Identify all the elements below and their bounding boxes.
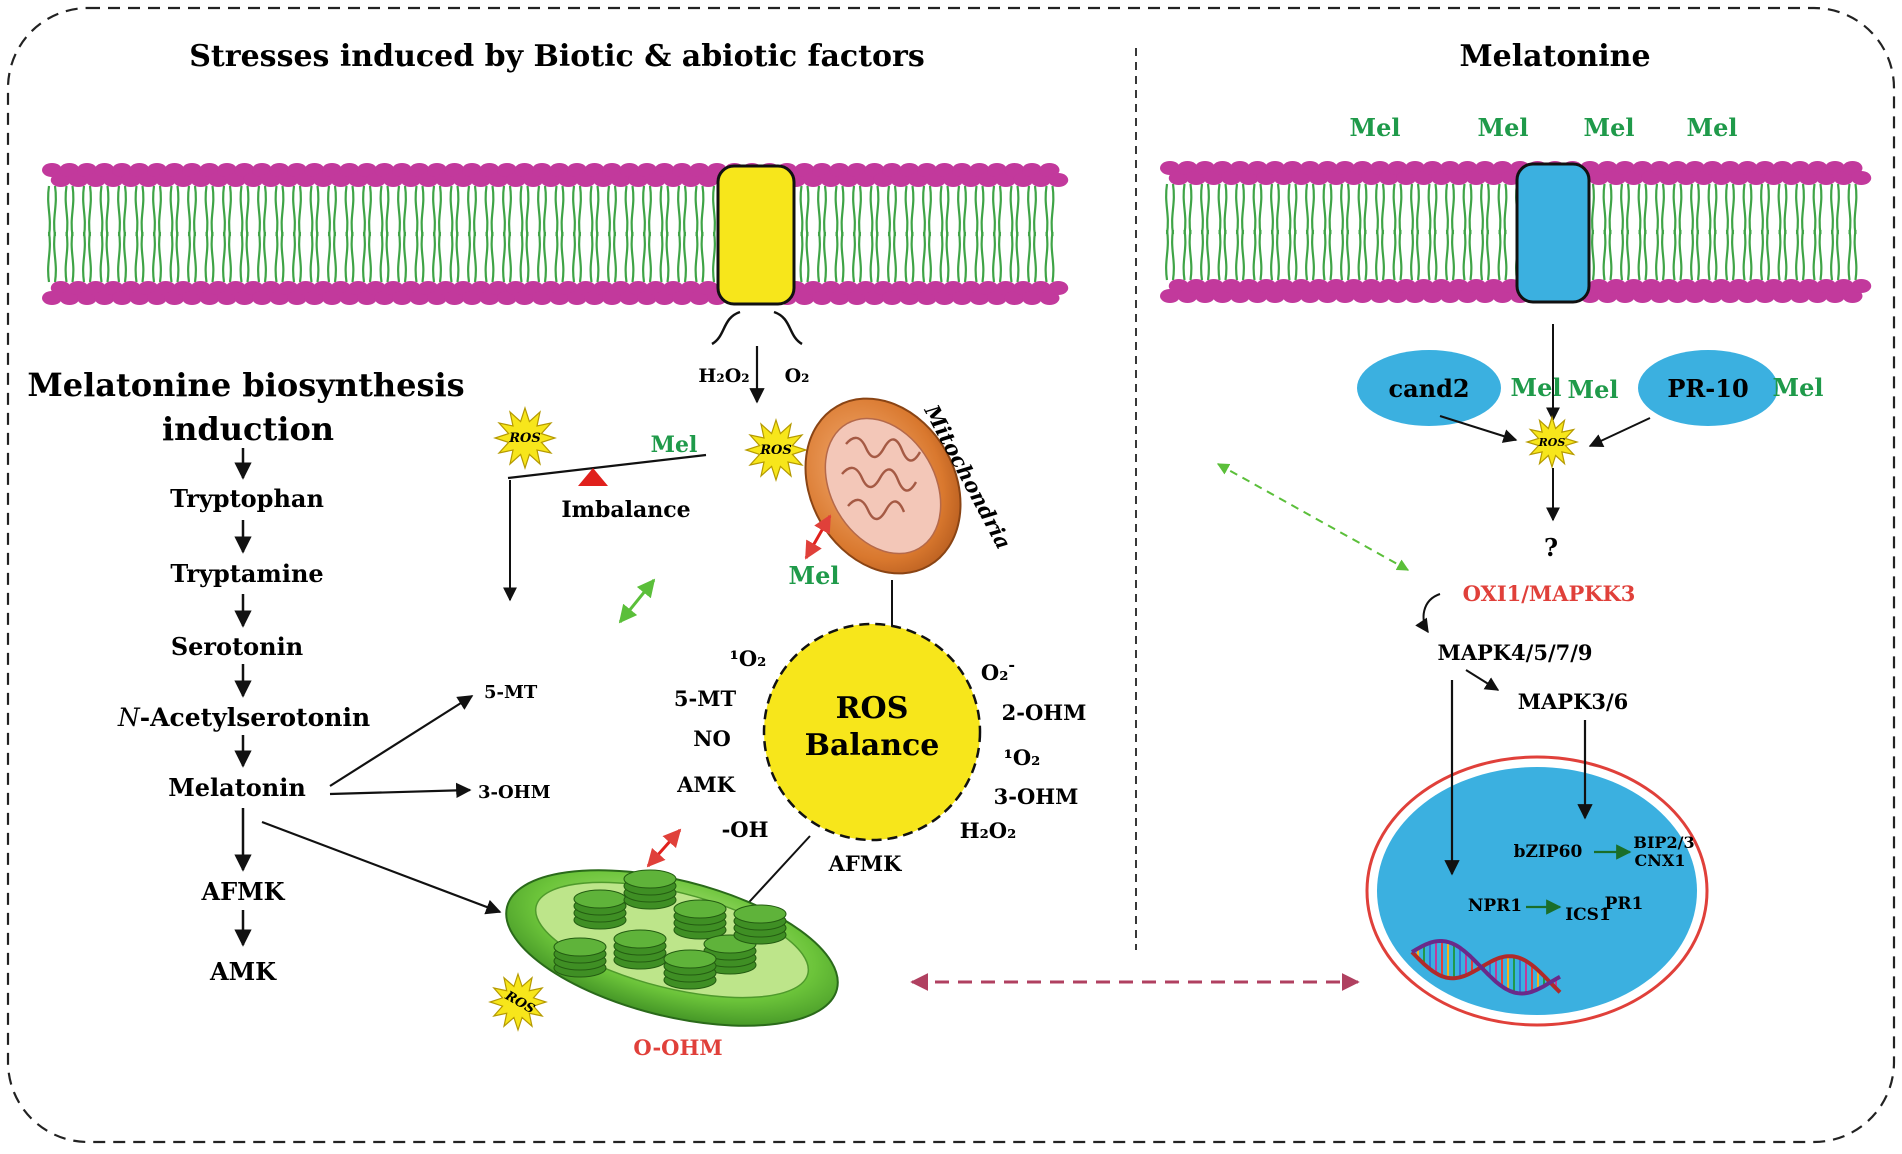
branch-5mt: 5-MT bbox=[484, 682, 538, 703]
ros-right-1o2: ¹O₂ bbox=[1004, 745, 1041, 770]
mel-near-pr10: Mel bbox=[1773, 373, 1824, 402]
biosynthesis-title-line1: Melatonine biosynthesis bbox=[27, 366, 464, 404]
ros-balance-line1: ROS bbox=[836, 691, 909, 726]
mapk36: MAPK3/6 bbox=[1518, 689, 1628, 714]
chloro-red-arrow bbox=[646, 828, 682, 868]
ros-to-chloro-line bbox=[739, 835, 811, 913]
n-prefix: N bbox=[117, 703, 141, 732]
chloroplast-o-ohm: O-OHM bbox=[633, 1035, 722, 1060]
membrane-channel-left bbox=[716, 164, 796, 306]
mapk-branch-arrow bbox=[1465, 669, 1500, 691]
ros-badge-mito: ROS bbox=[744, 418, 808, 482]
receptor-cand2 bbox=[1357, 350, 1501, 426]
mel-top-4: Mel bbox=[1687, 113, 1738, 142]
mel-top-3: Mel bbox=[1584, 113, 1635, 142]
green-dashed-link bbox=[1216, 463, 1410, 571]
pathway-amk: AMK bbox=[209, 957, 277, 986]
imbalance-lever bbox=[507, 453, 707, 480]
cnx1: CNX1 bbox=[1635, 851, 1686, 870]
imbalance-mel: Mel bbox=[651, 432, 698, 458]
ics1: ICS1 bbox=[1565, 905, 1611, 925]
question-mark: ? bbox=[1544, 533, 1558, 562]
npr1: NPR1 bbox=[1468, 896, 1522, 916]
ros-left-amk: AMK bbox=[676, 772, 736, 797]
pr10-to-ros-arrow bbox=[1588, 417, 1651, 448]
dna-helix bbox=[1410, 939, 1562, 996]
imbalance-fulcrum bbox=[578, 468, 608, 486]
right-panel-title: Melatonine bbox=[1459, 39, 1650, 74]
membrane-receptor-right bbox=[1515, 162, 1591, 304]
ros-right-top-base: O₂ bbox=[981, 660, 1009, 685]
receptor-cand2-label: cand2 bbox=[1388, 374, 1469, 403]
pr1: PR1 bbox=[1605, 894, 1644, 914]
pathway-tryptophan: Tryptophan bbox=[170, 484, 324, 513]
mapk4579: MAPK4/5/7/9 bbox=[1437, 640, 1592, 665]
receptor-pr10-label: PR-10 bbox=[1667, 374, 1748, 403]
ros-right-top: O₂- bbox=[981, 655, 1015, 685]
ros-badge-mito-label: ROS bbox=[759, 443, 792, 458]
oxi-curve-arrow bbox=[1415, 593, 1441, 634]
ros-right-2ohm: 2-OHM bbox=[1002, 700, 1087, 725]
receptor-pr10 bbox=[1638, 350, 1778, 426]
product-h2o2: H₂O₂ bbox=[698, 365, 749, 387]
biosynthesis-title-line2: induction bbox=[162, 410, 334, 448]
mel-top-2: Mel bbox=[1478, 113, 1529, 142]
ros-badge-chloro: ROS bbox=[488, 972, 548, 1032]
imbalance-label: Imbalance bbox=[561, 497, 690, 523]
mel-top-1: Mel bbox=[1350, 113, 1401, 142]
ros-badge-right-label: ROS bbox=[1538, 436, 1566, 449]
branch-arrow-chloroplast bbox=[261, 820, 502, 915]
ros-badge-imbalance: ROS bbox=[493, 406, 557, 470]
ros-bottom-afmk: AFMK bbox=[828, 851, 902, 876]
left-panel-title: Stresses induced by Biotic & abiotic fac… bbox=[189, 39, 924, 74]
pathway-n-acetylserotonin: N-Acetylserotonin bbox=[117, 703, 370, 732]
ros-balance-line2: Balance bbox=[805, 728, 940, 763]
chloroplast bbox=[505, 869, 839, 1027]
branch-arrow-5mt bbox=[329, 695, 474, 787]
ros-right-3ohm: 3-OHM bbox=[994, 784, 1079, 809]
n-acetylserotonin-label: -Acetylserotonin bbox=[140, 703, 370, 732]
ros-badge-imbalance-label: ROS bbox=[508, 431, 541, 446]
branch-3ohm: 3-OHM bbox=[478, 782, 551, 803]
mitochondria bbox=[804, 397, 962, 575]
ros-left-oh: -OH bbox=[722, 817, 769, 842]
pathway-afmk: AFMK bbox=[200, 877, 285, 906]
ros-badge-right: ROS bbox=[1524, 414, 1580, 470]
cand2-to-ros-arrow bbox=[1439, 415, 1518, 443]
green-double-arrow bbox=[618, 578, 656, 624]
outer-frame bbox=[6, 6, 1896, 1144]
ros-left-top: ¹O₂ bbox=[730, 646, 767, 671]
branch-arrow-3ohm bbox=[329, 782, 472, 799]
pathway-tryptamine: Tryptamine bbox=[170, 559, 323, 588]
oxi1-mapkk3: OXI1/MAPKK3 bbox=[1463, 581, 1636, 606]
nucleus-envelope bbox=[1365, 755, 1709, 1027]
bip23: BIP2/3 bbox=[1633, 833, 1694, 852]
cell-membrane-left bbox=[42, 163, 1069, 305]
pathway-serotonin: Serotonin bbox=[171, 632, 303, 661]
bzip60: bZIP60 bbox=[1514, 842, 1583, 862]
nucleus bbox=[1377, 767, 1697, 1015]
ros-left-5mt: 5-MT bbox=[674, 686, 737, 711]
ros-balance-circle bbox=[762, 622, 982, 842]
channel-curve-left bbox=[711, 310, 741, 346]
ros-right-top-sup: - bbox=[1008, 655, 1015, 674]
ros-right-h2o2: H₂O₂ bbox=[960, 818, 1017, 843]
mel-center: Mel bbox=[1568, 375, 1619, 404]
product-o2: O₂ bbox=[785, 365, 810, 387]
channel-curve-right bbox=[773, 310, 803, 346]
pathway-melatonin: Melatonin bbox=[168, 773, 306, 802]
mito-red-arrow bbox=[804, 514, 832, 560]
ros-left-no: NO bbox=[693, 726, 731, 751]
mito-mel: Mel bbox=[789, 561, 840, 590]
